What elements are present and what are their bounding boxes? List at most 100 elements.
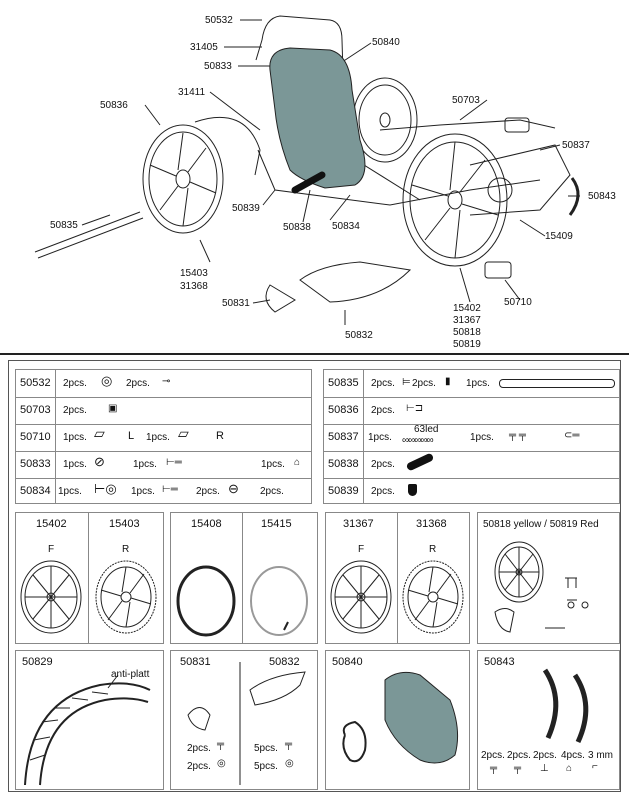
parts-table-left: 50532 2pcs. ◎ 2pcs. ⊸ 50703 2pcs. ▣ 5071… [15, 369, 312, 504]
part-code: 50833 [20, 458, 51, 470]
screw-icon: ⊥ [540, 763, 549, 774]
part-code: 15403 [109, 518, 140, 530]
qty: 1pcs. [146, 432, 170, 443]
qty: 2pcs. [63, 378, 87, 389]
callout-50836: 50836 [100, 100, 128, 111]
part-code: 50834 [20, 485, 51, 497]
callout-50843: 50843 [588, 191, 616, 202]
callout-31367: 31367 [453, 315, 481, 326]
part-code: 50818 yellow / 50819 Red [483, 519, 599, 530]
pin-icon: ⊨ [402, 377, 411, 388]
cover-box-50831-50832: 50831 50832 2pcs. 2pcs. 5pcs. 5pcs. ╤ ◎ … [170, 650, 318, 790]
qty: 2pcs. [187, 761, 211, 772]
qty: 2pcs. [371, 459, 395, 470]
nut-icon: ⌂ [566, 763, 573, 774]
seat-box-50840: 50840 [325, 650, 470, 790]
callout-50819: 50819 [453, 339, 481, 350]
nut-icon: ⌂ [294, 457, 301, 468]
pedal-icon: ▱ [94, 425, 105, 441]
qty: 1pcs. [131, 486, 155, 497]
callout-50838: 50838 [283, 222, 311, 233]
qty: 1pcs. [133, 459, 157, 470]
qty: 5pcs. [254, 743, 278, 754]
callout-31411: 31411 [178, 87, 206, 98]
qty: 1pcs. [470, 432, 494, 443]
part-code: 31368 [416, 518, 447, 530]
bolt-icon: ╤ [514, 763, 522, 774]
rear-left-wheel [142, 124, 224, 234]
qty: 2pcs. [196, 486, 220, 497]
anti-platt-label: anti-platt [111, 669, 150, 680]
allen-key-icon: ⌐ [592, 761, 598, 772]
rear-label: R [429, 544, 437, 555]
qty: 2pcs. [126, 378, 150, 389]
part-code: 50840 [332, 656, 363, 668]
qty: 2pcs. [63, 405, 87, 416]
callout-50835: 50835 [50, 220, 78, 231]
callout-15409: 15409 [545, 231, 573, 242]
side-label: L [128, 430, 135, 442]
qty: 2pcs. [533, 750, 557, 761]
wheel-box-31367-31368: 31367 31368 F R [325, 512, 470, 644]
bracket-icon: ⊘ [94, 454, 105, 469]
qty: 1pcs. [368, 432, 392, 443]
callout-50703: 50703 [452, 95, 480, 106]
chain-link-count: 63led [414, 424, 439, 435]
part-code: 15402 [36, 518, 67, 530]
washer-icon: ◎ [285, 758, 294, 769]
hook-icon: ⊂═ [564, 430, 580, 441]
callout-50833: 50833 [204, 61, 232, 72]
callout-31405: 31405 [190, 42, 218, 53]
part-code: 50832 [269, 656, 300, 668]
pin-icon: ╤ ╤ [509, 430, 526, 441]
qty: 2pcs. [371, 378, 395, 389]
callout-50840: 50840 [372, 37, 400, 48]
tyre-box-50829: 50829 anti-platt [15, 650, 164, 790]
washer-icon: ◎ [217, 758, 226, 769]
chain-icon: ∞∞∞∞∞ [402, 435, 434, 446]
part-code: 50839 [328, 485, 359, 497]
seat-grip [291, 171, 326, 194]
qty: 2pcs. [260, 486, 284, 497]
allen-key-size: 3 mm [588, 750, 613, 761]
part-code: 50836 [328, 404, 359, 416]
clip-icon: ▮ [445, 376, 451, 387]
bolt-icon: ╤ [217, 739, 225, 750]
bracket-icon: ⊢⊐ [406, 403, 424, 414]
washer-icon: ⊖ [228, 481, 239, 496]
callout-50710: 50710 [504, 297, 532, 308]
wheel-box-15402-15403: 15402 15403 F R [15, 512, 164, 644]
qty: 2pcs. [412, 378, 436, 389]
qty: 2pcs. [371, 405, 395, 416]
qty: 2pcs. [507, 750, 531, 761]
callout-50831: 50831 [222, 298, 250, 309]
qty: 1pcs. [63, 459, 87, 470]
callout-15402: 15402 [453, 303, 481, 314]
callout-31368: 31368 [180, 281, 208, 292]
screw-icon: ⊸ [162, 376, 171, 387]
callout-50532: 50532 [205, 15, 233, 26]
part-code: 50843 [484, 656, 515, 668]
part-code: 50835 [328, 377, 359, 389]
part-code: 50837 [328, 431, 359, 443]
exploded-diagram [0, 15, 629, 355]
parts-table-right: 50835 2pcs. ⊨ 2pcs. ▮ 1pcs. 50836 2pcs. … [323, 369, 620, 504]
rear-label: R [122, 544, 130, 555]
wheel-box-15408-15415: 15408 15415 [170, 512, 318, 644]
qty: 2pcs. [481, 750, 505, 761]
part-code: 50831 [180, 656, 211, 668]
cap-icon [408, 484, 417, 496]
front-label: F [48, 544, 55, 555]
qty: 2pcs. [371, 486, 395, 497]
part-code: 50703 [20, 404, 51, 416]
wheel-box-50818-50819: 50818 yellow / 50819 Red [477, 512, 620, 644]
bolt-icon: ⊢═ [162, 484, 178, 495]
frame-seatback [261, 15, 346, 141]
grip-icon [405, 452, 435, 472]
part-code: 15415 [261, 518, 292, 530]
bolt-icon: ╤ [285, 739, 293, 750]
qty: 4pcs. [561, 750, 585, 761]
fender [194, 116, 261, 176]
part-code: 50710 [20, 431, 51, 443]
washer-icon: ◎ [101, 373, 113, 388]
